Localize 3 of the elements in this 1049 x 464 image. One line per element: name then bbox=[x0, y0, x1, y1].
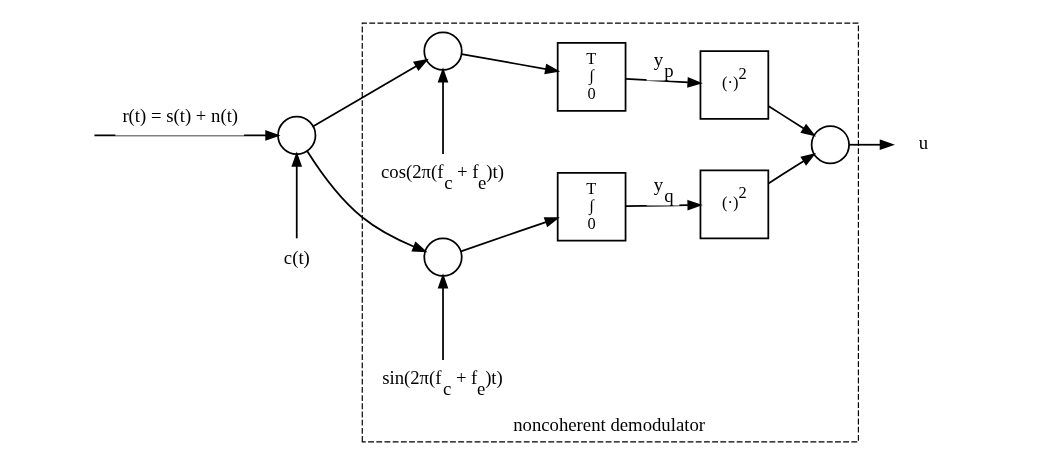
node-text: c(t) bbox=[283, 246, 310, 268]
edge-label: r(t) = s(t) + n(t) bbox=[122, 104, 239, 126]
node-text: u bbox=[918, 131, 929, 153]
